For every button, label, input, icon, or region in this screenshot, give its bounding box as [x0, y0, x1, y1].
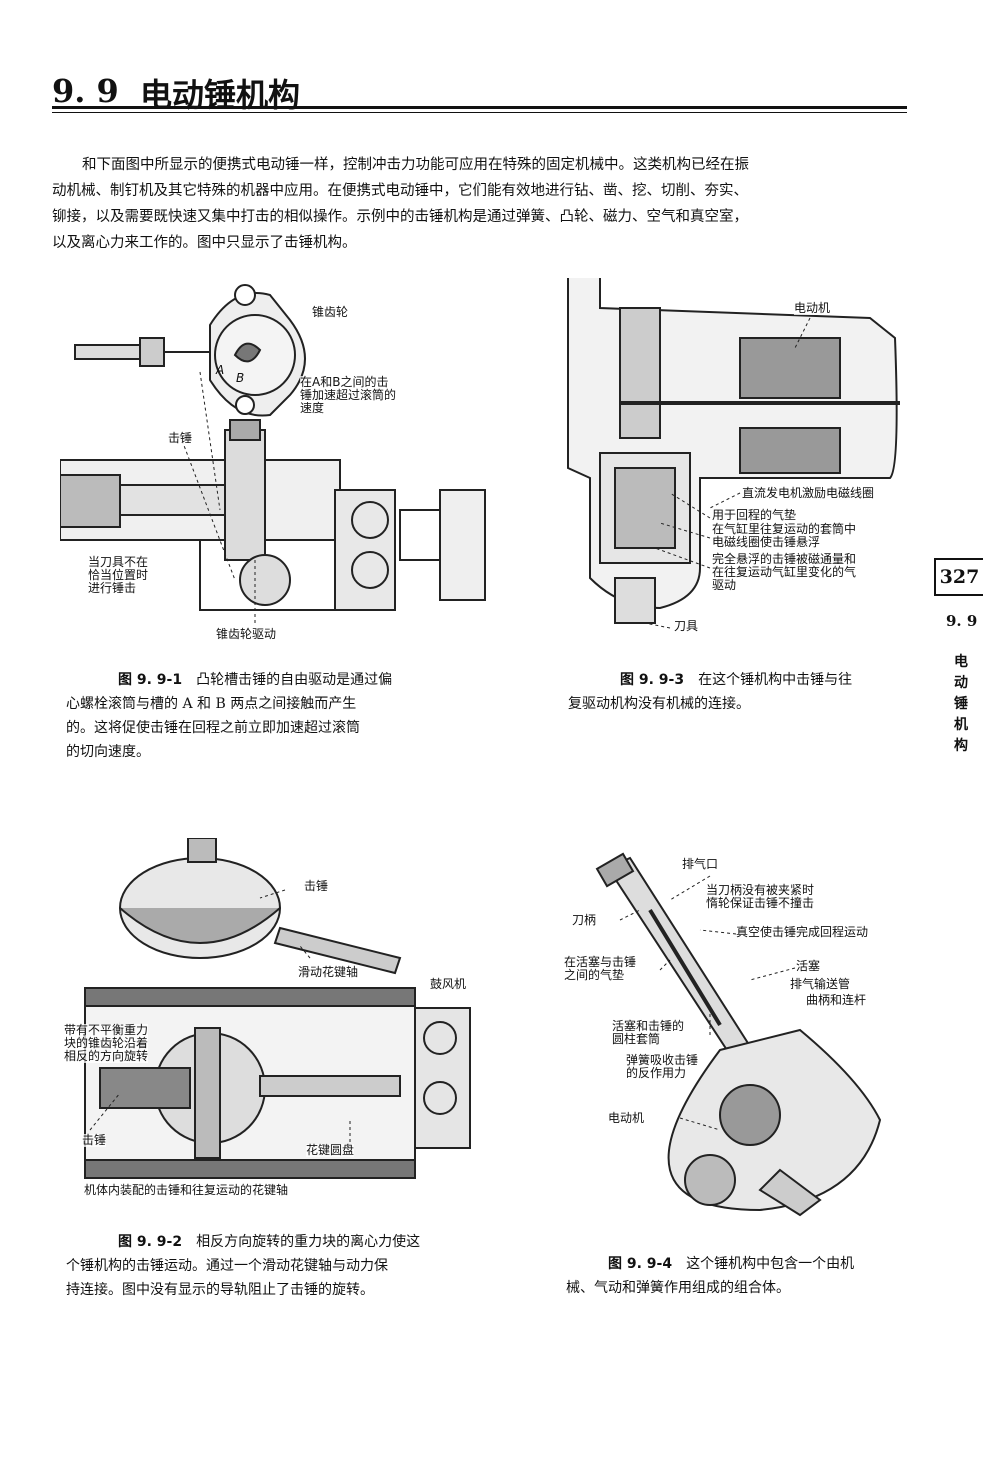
- caption-line: 心螺栓滚筒与槽的 A 和 B 两点之间接触而产生: [66, 696, 357, 712]
- caption-label: 图 9. 9-3: [620, 672, 685, 688]
- figure-9-9-1: 锥齿轮 A B 在A和B之间的击 锤加速超过滚筒的 速度 击锤 当刀具不在 恰当…: [60, 280, 500, 660]
- label-hammer: 击锤: [168, 431, 193, 445]
- label-point-b: B: [236, 371, 245, 385]
- caption-9-9-1: 图 9. 9-1 凸轮槽击锤的自由驱动是通过偏 心螺栓滚筒与槽的 A 和 B 两点…: [66, 668, 466, 764]
- intro-line: 以及离心力来工作的。图中只显示了击锤机构。: [52, 235, 357, 251]
- label-bevel-gear: 锥齿轮: [312, 305, 349, 319]
- label-air-cushion: 用于回程的气垫: [712, 508, 797, 522]
- caption-line: 这个锤机构中包含一个由机: [686, 1256, 855, 1272]
- cam-hammer-drawing: [60, 284, 486, 625]
- figure-9-9-2: 击锤 滑动花键轴 鼓风机 带有不平衡重力 块的锥齿轮沿着 相反的方向旋转 击锤 …: [60, 838, 490, 1208]
- label-hammer-top: 击锤: [304, 879, 329, 893]
- label-air-between: 在活塞与击锤 之间的气垫: [564, 955, 637, 982]
- label-cyl-sleeve: 活塞和击锤的 圆柱套筒: [612, 1019, 685, 1046]
- figure-9-9-4: 排气口 当刀柄没有被夹紧时 惰轮保证击锤不撞击 刀柄 真空使击锤完成回程运动 在…: [560, 850, 910, 1235]
- label-tool-not-in-place: 当刀具不在 恰当位置时 进行锤击: [88, 555, 149, 595]
- caption-line: 凸轮槽击锤的自由驱动是通过偏: [196, 672, 393, 688]
- intro-line: 铆接，以及需要既快速又集中打击的相似操作。示例中的击锤机构是通过弹簧、凸轮、磁力…: [52, 209, 748, 225]
- label-motor: 电动机: [794, 301, 831, 315]
- label-handle-loose: 当刀柄没有被夹紧时 惰轮保证击锤不撞击: [706, 883, 815, 910]
- label-motor: 电动机: [608, 1111, 645, 1125]
- section-number: 9. 9: [52, 72, 119, 110]
- label-bevel-drive: 锥齿轮驱动: [216, 627, 277, 641]
- caption-line: 在这个锤机构中击锤与往: [698, 672, 853, 688]
- centrifugal-hammer-drawing: [84, 838, 471, 1179]
- label-weights: 带有不平衡重力 块的锥齿轮沿着 相反的方向旋转: [64, 1023, 149, 1063]
- caption-9-9-3: 图 9. 9-3 在这个锤机构中击锤与往 复驱动机构没有机械的连接。: [568, 668, 908, 716]
- header-rule: [52, 106, 907, 109]
- label-spline-disc: 花键圆盘: [306, 1143, 355, 1157]
- caption-label: 图 9. 9-2: [118, 1234, 183, 1250]
- label-point-a: A: [216, 363, 225, 377]
- label-vacuum: 真空使击锤完成回程运动: [736, 925, 869, 939]
- combo-hammer-drawing: [595, 852, 882, 1217]
- section-title: 电动锤机构: [140, 76, 301, 114]
- caption-label: 图 9. 9-1: [118, 672, 183, 688]
- magnetic-hammer-drawing: [567, 278, 900, 629]
- label-tool: 刀具: [674, 619, 699, 633]
- label-hammer-bottom: 击锤: [82, 1133, 107, 1147]
- side-vertical-title: 电动锤机构: [954, 654, 968, 754]
- label-exhaust-pipe: 排气输送管: [790, 977, 851, 991]
- label-shank: 刀柄: [572, 913, 597, 927]
- label-crank: 曲柄和连杆: [806, 993, 867, 1007]
- caption-line: 的切向速度。: [66, 744, 150, 760]
- caption-line: 持连接。图中没有显示的导轨阻止了击锤的旋转。: [66, 1282, 374, 1298]
- caption-9-9-4: 图 9. 9-4 这个锤机构中包含一个由机 械、气动和弹簧作用组成的组合体。: [566, 1252, 911, 1300]
- label-dc-generator: 直流发电机激励电磁线圈: [742, 486, 875, 500]
- side-section: 9. 9: [946, 612, 978, 630]
- caption-line: 复驱动机构没有机械的连接。: [568, 696, 750, 712]
- caption-9-9-2: 图 9. 9-2 相反方向旋转的重力块的离心力使这 个锤机构的击锤运动。通过一个滑…: [66, 1230, 486, 1302]
- label-accel: 在A和B之间的击 锤加速超过滚筒的 速度: [300, 375, 397, 415]
- figure-9-9-3: 电动机 直流发电机激励电磁线圈 用于回程的气垫 在气缸里往复运动的套筒中 电磁线…: [560, 278, 910, 648]
- intro-line: 动机械、制钉机及其它特殊的机器中应用。在便携式电动锤中，它们能有效地进行钻、凿、…: [52, 183, 748, 199]
- caption-line: 个锤机构的击锤运动。通过一个滑动花键轴与动力保: [66, 1258, 388, 1274]
- caption-line: 械、气动和弹簧作用组成的组合体。: [566, 1280, 790, 1296]
- caption-label: 图 9. 9-4: [608, 1256, 673, 1272]
- label-piston: 活塞: [796, 959, 821, 973]
- label-float: 完全悬浮的击锤被磁通量和 在往复运动气缸里变化的气 驱动: [712, 552, 857, 592]
- label-blower: 鼓风机: [430, 977, 467, 991]
- header-rule-thin: [52, 112, 907, 113]
- caption-line: 相反方向旋转的重力块的离心力使这: [196, 1234, 421, 1250]
- intro-line: 和下面图中所显示的便携式电动锤一样，控制冲击力功能可应用在特殊的固定机械中。这类…: [82, 157, 749, 173]
- label-spring-absorb: 弹簧吸收击锤 的反作用力: [626, 1053, 699, 1080]
- caption-line: 的。这将促使击锤在回程之前立即加速超过滚筒: [66, 720, 360, 736]
- label-sliding-spline: 滑动花键轴: [298, 965, 359, 979]
- intro-paragraph: 和下面图中所显示的便携式电动锤一样，控制冲击力功能可应用在特殊的固定机械中。这类…: [52, 152, 908, 256]
- label-sleeve: 在气缸里往复运动的套筒中 电磁线圈使击锤悬浮: [712, 522, 857, 549]
- label-body-note: 机体内装配的击锤和往复运动的花键轴: [84, 1183, 289, 1197]
- label-exhaust-port: 排气口: [682, 857, 719, 871]
- page-number: 327: [934, 558, 983, 596]
